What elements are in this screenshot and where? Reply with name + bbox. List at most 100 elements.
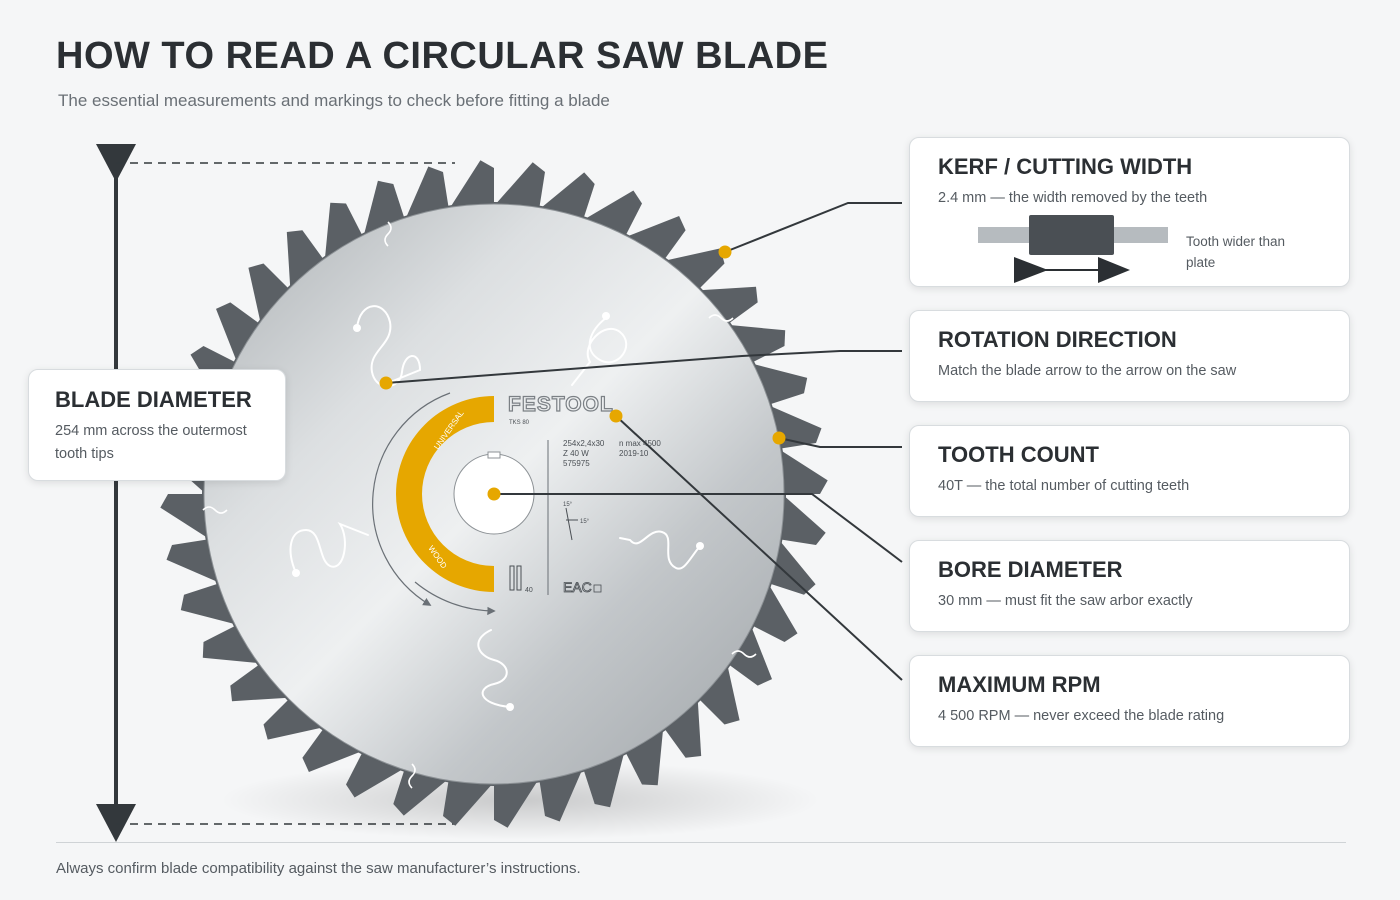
- rim-vent: [408, 763, 416, 789]
- saw-tooth: [248, 263, 291, 325]
- tooth-count-text: 40T — the total number of cutting teeth: [938, 478, 1190, 494]
- slot-hole: [696, 542, 704, 550]
- kerf-text: 2.4 mm — the width removed by the teeth: [938, 190, 1208, 206]
- page-title: HOW TO READ A CIRCULAR SAW BLADE: [56, 35, 829, 77]
- rpm-dot: [609, 409, 623, 423]
- tooth-count-card: TOOTH COUNT 40T — the total number of cu…: [909, 425, 1350, 517]
- saw-tooth: [697, 286, 758, 325]
- bore-dot: [487, 487, 501, 501]
- kerf-arrow-right: [1098, 257, 1130, 283]
- tooth-number: 40: [525, 587, 533, 594]
- expansion-slot: [289, 521, 369, 574]
- bore-keyway: [487, 451, 501, 459]
- leader-teeth: [778, 437, 902, 448]
- kerf-illustration: [978, 215, 1168, 283]
- expansion-slot: [477, 629, 511, 708]
- slot-holes: [292, 312, 704, 711]
- saw-tooth: [448, 160, 494, 210]
- saw-tooth: [230, 663, 291, 702]
- tooth-count-title: TOOTH COUNT: [938, 442, 1099, 467]
- kerf-card: KERF / CUTTING WIDTH 2.4 mm — the width …: [909, 137, 1350, 287]
- saw-tooth: [405, 166, 449, 221]
- cert-box: [593, 584, 602, 593]
- rpm-card: MAXIMUM RPM 4 500 RPM — never exceed the…: [909, 655, 1350, 747]
- rim-vent: [384, 221, 392, 247]
- yellow-ring: [396, 396, 494, 592]
- saw-tooth: [263, 697, 325, 740]
- angle-label: 15°: [580, 519, 590, 525]
- saw-tooth: [539, 767, 583, 822]
- leader-rpm: [615, 415, 903, 681]
- expansion-slot: [356, 305, 422, 388]
- leader-lines: [385, 202, 903, 681]
- saw-tooth: [216, 302, 261, 364]
- angle-symbol: 15° 15°: [563, 502, 590, 541]
- kerf-tooth: [1029, 215, 1114, 255]
- rotation-arrow-outer: [372, 392, 451, 606]
- slot-hole: [292, 569, 300, 577]
- rotation-text: Match the blade arrow to the arrow on th…: [938, 363, 1237, 379]
- rotation-dot: [379, 376, 393, 390]
- rim-vent: [202, 506, 228, 514]
- expansion-slot: [619, 530, 701, 570]
- footer-note: Always confirm blade compatibility again…: [56, 860, 581, 877]
- kerf-note: Tooth wider than plate: [1186, 234, 1286, 270]
- saw-tooth: [778, 448, 828, 494]
- rim-vents: [202, 221, 757, 789]
- brand-logo: FESTOOL: [508, 393, 614, 416]
- expansion-slots: [289, 305, 701, 708]
- saw-tooth: [727, 624, 772, 686]
- saw-tooth: [624, 727, 664, 786]
- footer-divider: [56, 842, 1346, 843]
- diameter-arrow-bottom: [96, 804, 136, 842]
- leader-rotation: [385, 350, 902, 384]
- cert-mark: EAC: [563, 579, 592, 595]
- saw-tooth: [624, 216, 686, 261]
- saw-tooth: [324, 202, 364, 261]
- speed-line: n max 4500: [619, 439, 661, 448]
- blade-diameter-card: BLADE DIAMETER 254 mm across the outermo…: [28, 369, 286, 481]
- kerf-dot: [718, 245, 732, 259]
- saw-tooth: [663, 248, 725, 291]
- saw-tooth: [697, 663, 740, 725]
- teeth-dot: [772, 431, 786, 445]
- expansion-slot: [571, 317, 628, 386]
- spec-line: 575975: [563, 459, 590, 468]
- tooth-profile-bar: [509, 565, 515, 591]
- blade-diameter-title: BLADE DIAMETER: [55, 387, 252, 412]
- slot-hole: [506, 703, 514, 711]
- rpm-title: MAXIMUM RPM: [938, 672, 1101, 697]
- page-subtitle: The essential measurements and markings …: [58, 91, 610, 110]
- rim-vent: [708, 314, 734, 322]
- slot-hole: [602, 312, 610, 320]
- kerf-arrow-left: [1014, 257, 1048, 283]
- blade-diameter-text: 254 mm across the outermost tooth tips: [55, 423, 247, 462]
- saw-tooth: [286, 230, 325, 291]
- slot-hole: [353, 324, 361, 332]
- angle-symbol-lines: [565, 507, 578, 541]
- saw-tooth: [302, 727, 364, 772]
- callout-dots: [379, 245, 786, 501]
- bore-card: BORE DIAMETER 30 mm — must fit the saw a…: [909, 540, 1350, 632]
- rpm-text: 4 500 RPM — never exceed the blade ratin…: [938, 708, 1225, 724]
- kerf-title: KERF / CUTTING WIDTH: [938, 154, 1193, 179]
- tooth-profile-symbol: 40: [509, 565, 533, 594]
- speed-line: 2019-10: [619, 449, 649, 458]
- saw-tooth: [166, 539, 221, 583]
- saw-tooth: [443, 778, 494, 826]
- bore-title: BORE DIAMETER: [938, 557, 1123, 582]
- model-label: TKS 80: [509, 420, 530, 426]
- angle-label: 15°: [563, 502, 573, 508]
- tooth-profile-bar: [516, 565, 522, 591]
- saw-tooth: [202, 624, 261, 664]
- leader-bore: [494, 493, 903, 563]
- saw-tooth: [663, 697, 702, 758]
- saw-tooth: [494, 162, 545, 210]
- saw-tooth: [494, 778, 540, 828]
- spec-line: Z 40 W: [563, 449, 589, 458]
- rotation-title: ROTATION DIRECTION: [938, 327, 1177, 352]
- rotation-arrow-inner: [414, 581, 496, 616]
- bore-text: 30 mm — must fit the saw arbor exactly: [938, 593, 1193, 609]
- leader-kerf: [724, 202, 902, 253]
